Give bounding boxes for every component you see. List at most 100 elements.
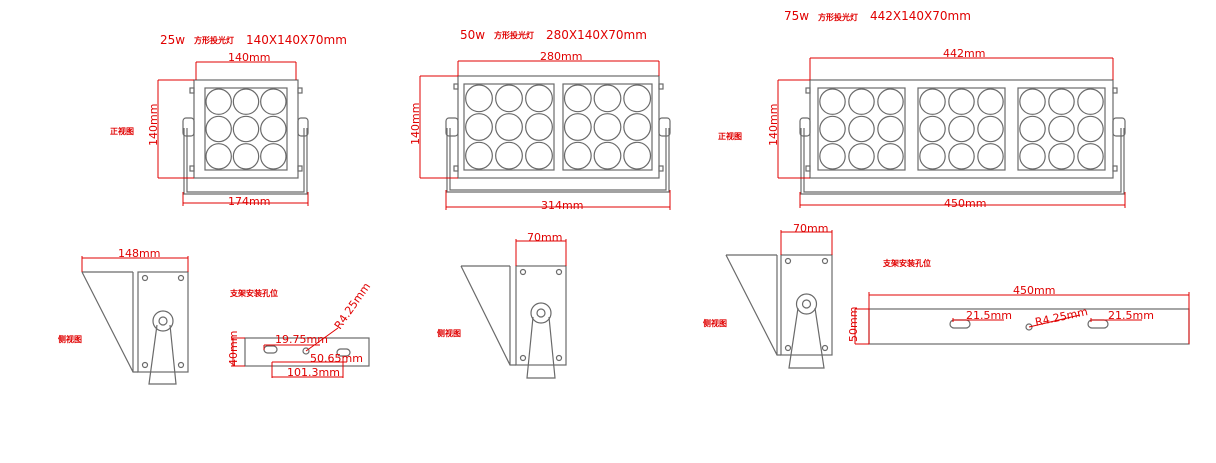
dim-width-75w: 442mm <box>943 47 985 60</box>
bracket-knob-right <box>658 117 671 137</box>
led-lens <box>877 88 904 115</box>
svg-text:75w: 75w <box>784 9 809 23</box>
svg-text:442X140X70mm: 442X140X70mm <box>870 9 971 23</box>
dim-line-height <box>777 79 810 179</box>
lamp-body <box>809 79 1114 179</box>
pivot <box>152 310 174 332</box>
led-lens <box>1019 115 1046 143</box>
pivot-bolt <box>801 299 812 309</box>
dim-depth-3: 70mm <box>793 222 828 235</box>
led-lens <box>977 88 1004 115</box>
led-lens <box>877 143 904 170</box>
tab <box>453 165 459 172</box>
side-view-label-3: 侧视图 <box>703 318 727 328</box>
dim-line-depth <box>515 239 567 266</box>
dim-width-25w: 140mm <box>228 51 270 64</box>
front-view-3 <box>777 57 1126 208</box>
led-lens <box>495 141 523 170</box>
screw-hole <box>519 268 527 276</box>
bracket-knob-right <box>297 117 309 137</box>
front-view-2 <box>419 60 671 210</box>
front-view-1 <box>157 61 309 206</box>
svg-text:方形投光灯: 方形投光灯 <box>194 35 234 45</box>
led-lens <box>1077 143 1104 170</box>
led-lens <box>1077 115 1104 143</box>
led-panel <box>917 87 1006 171</box>
screw-hole <box>821 344 829 352</box>
screw-hole <box>784 344 792 352</box>
screw-hole <box>784 257 792 265</box>
pivot <box>530 302 552 324</box>
led-lens <box>525 84 553 113</box>
led-lens <box>563 141 592 170</box>
side-view-label-2: 侧视图 <box>437 328 461 338</box>
led-panel <box>817 87 906 171</box>
led-lens <box>819 88 846 115</box>
dim-line-depth <box>81 256 189 272</box>
led-lens <box>948 115 975 143</box>
tab <box>297 165 303 172</box>
led-lens <box>205 115 232 143</box>
bracket <box>800 128 1125 195</box>
dim-depth-1: 148mm <box>118 247 160 260</box>
lamp-body <box>193 79 299 179</box>
screw-hole <box>177 361 185 369</box>
led-panel <box>1017 87 1106 171</box>
led-lens <box>205 88 232 115</box>
tab <box>1112 165 1118 172</box>
tab <box>189 87 195 94</box>
plate1-span-dim: 101.3mm <box>287 366 340 379</box>
dim-height-50w: 140mm <box>409 103 422 145</box>
bracket-knob-right <box>1112 117 1126 137</box>
lamp-body-side <box>515 265 567 366</box>
front-view-label-3: 正视图 <box>718 131 742 141</box>
tab <box>189 165 195 172</box>
mount-stand <box>148 324 177 385</box>
led-lens <box>593 113 622 141</box>
dim-height-25w: 140mm <box>147 104 160 146</box>
bracket-knob-left <box>182 117 195 137</box>
bracket-knob-left <box>445 117 459 137</box>
led-panel <box>562 83 653 171</box>
led-lens <box>260 143 287 170</box>
svg-text:方形投光灯: 方形投光灯 <box>818 12 858 22</box>
led-lens <box>919 88 946 115</box>
tab <box>658 83 664 90</box>
bracket-arm <box>460 265 516 366</box>
bracket-holes-label-3: 支架安装孔位 <box>882 258 931 268</box>
led-lens <box>593 84 622 113</box>
lamp-body-side <box>137 271 189 373</box>
led-lens <box>848 143 875 170</box>
svg-text:280X140X70mm: 280X140X70mm <box>546 28 647 42</box>
bracket <box>446 128 670 193</box>
dim-line-depth <box>780 230 833 255</box>
dim-line-width <box>809 57 1114 80</box>
led-lens <box>977 143 1004 170</box>
title-50w: 50w 方形投光灯 280X140X70mm <box>460 28 647 42</box>
led-lens <box>260 88 287 115</box>
side-view-label-1: 侧视图 <box>58 334 82 344</box>
dim-bracket-75w: 450mm <box>944 197 986 210</box>
led-lens <box>495 113 523 141</box>
led-lens <box>563 84 592 113</box>
led-lens <box>525 141 553 170</box>
plate3-length-dim: 450mm <box>1013 284 1055 297</box>
led-lens <box>819 115 846 143</box>
front-views <box>157 57 1126 210</box>
led-lens <box>1048 115 1075 143</box>
led-lens <box>465 141 493 170</box>
screw-hole <box>141 274 149 282</box>
dim-width-50w: 280mm <box>540 50 582 63</box>
led-lens <box>232 88 260 115</box>
led-lens <box>593 141 622 170</box>
led-lens <box>848 88 875 115</box>
bracket-knob-left <box>799 117 811 137</box>
led-lens <box>260 115 287 143</box>
plate1-half-dim: 50.65mm <box>310 352 363 365</box>
dim-bracket-50w: 314mm <box>541 199 583 212</box>
led-lens <box>819 143 846 170</box>
bracket-arm <box>725 254 781 356</box>
led-panel <box>463 83 555 171</box>
dim-bracket-25w: 174mm <box>228 195 270 208</box>
plate1-height-dim: 40mm <box>227 331 240 366</box>
